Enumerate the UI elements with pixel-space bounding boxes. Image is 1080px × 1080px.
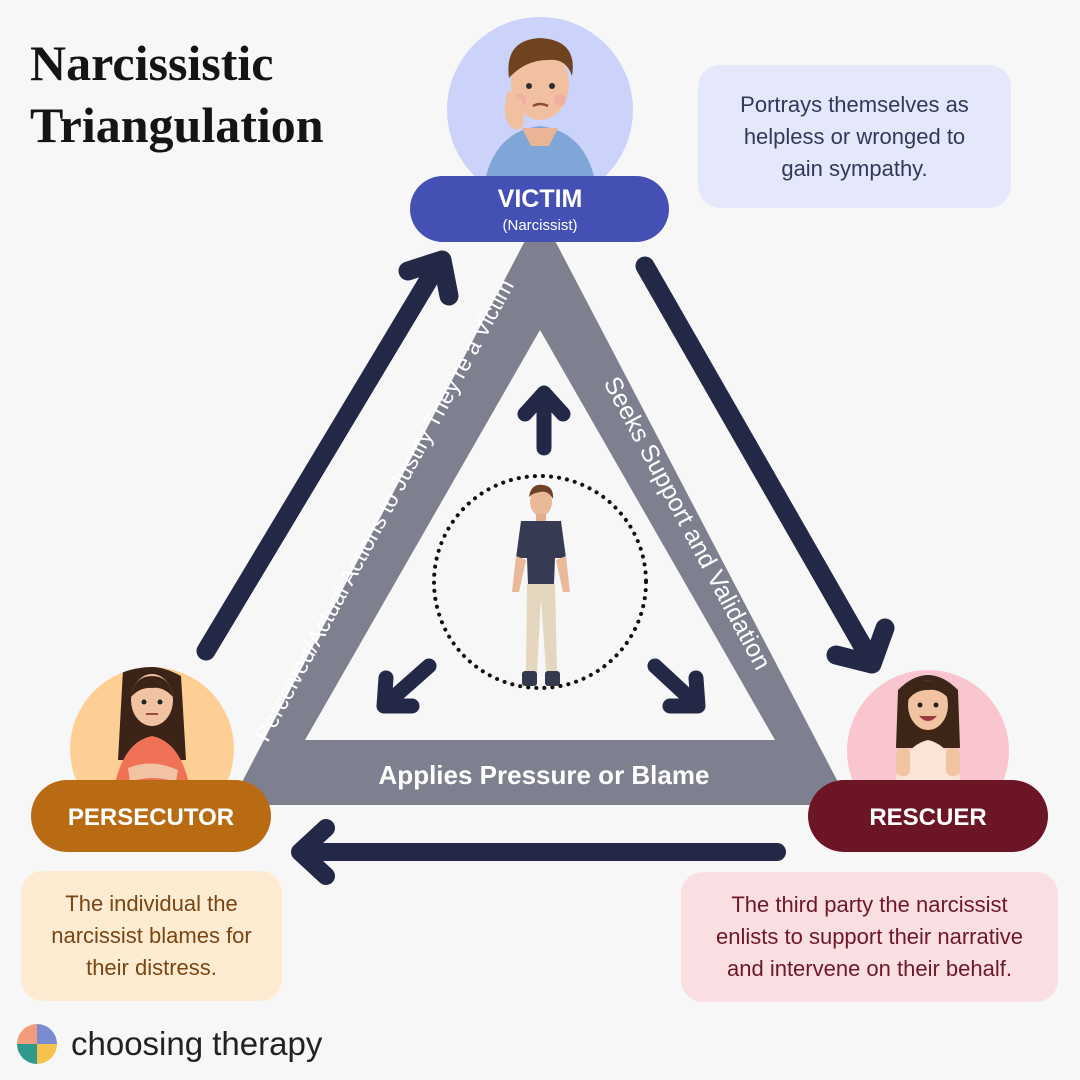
rescuer-pill: RESCUER: [808, 780, 1048, 852]
title-line-1: Narcissistic: [30, 35, 274, 91]
choosing-therapy-logo-icon: [17, 1024, 57, 1064]
page-title: Narcissistic Triangulation: [30, 32, 324, 156]
bottom-side-label: Applies Pressure or Blame: [379, 760, 710, 790]
victim-description: Portrays themselves as helpless or wrong…: [698, 65, 1011, 208]
arrow-rescuer-to-persecutor: [291, 819, 786, 885]
triangle-band: [230, 212, 850, 805]
brand-name: choosing therapy: [71, 1025, 323, 1062]
center-person-figure: [512, 484, 570, 686]
inner-arrows: [376, 385, 706, 714]
victim-avatar: [447, 17, 633, 203]
center-dotted-circle: [432, 474, 648, 690]
rescuer-label: RESCUER: [869, 804, 986, 831]
persecutor-pill: PERSECUTOR: [31, 780, 271, 852]
arrow-victim-to-rescuer: [635, 256, 895, 674]
inner-arrow-down-left: [376, 658, 437, 714]
arrow-persecutor-to-victim: [196, 250, 459, 661]
inner-arrow-up: [517, 385, 571, 456]
inner-arrow-down-right: [647, 658, 706, 714]
persecutor-label: PERSECUTOR: [68, 804, 234, 831]
victim-pill: VICTIM (Narcissist): [410, 176, 669, 242]
victim-label: VICTIM: [498, 185, 583, 213]
title-line-2: Triangulation: [30, 97, 324, 153]
victim-sublabel: (Narcissist): [503, 217, 578, 234]
right-side-label: Seeks Support and Validation: [598, 372, 776, 674]
outer-arrows: [196, 250, 895, 885]
persecutor-description: The individual the narcissist blames for…: [21, 871, 282, 1001]
brand-logo: choosing therapy: [15, 1022, 322, 1066]
rescuer-description: The third party the narcissist enlists t…: [681, 872, 1058, 1002]
